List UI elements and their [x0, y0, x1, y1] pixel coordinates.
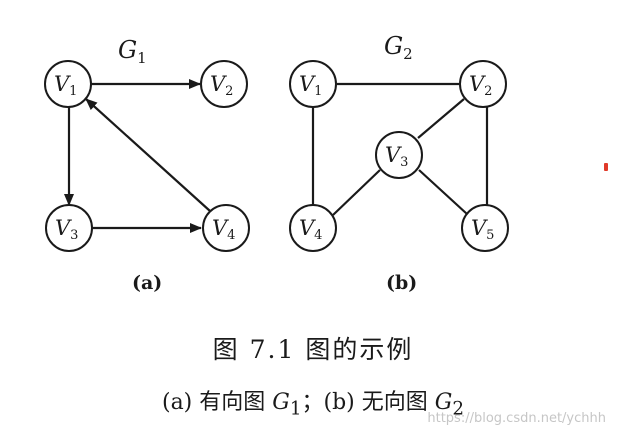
g2-edge-v3-v5	[418, 169, 468, 215]
g1-vertex-v2: V2	[200, 60, 248, 108]
g1-vertex-v4: V4	[202, 204, 250, 252]
caption-g2-index: 2	[452, 398, 465, 420]
svg-text:V1: V1	[299, 72, 322, 99]
red-mark	[604, 163, 608, 171]
svg-text:V1: V1	[54, 72, 77, 99]
g2-panel-label: (b)	[386, 272, 417, 294]
g2-vertex-v5: V5	[461, 204, 509, 252]
figure-caption-subtitle: (a) 有向图 G1；(b) 无向图 G2	[0, 384, 626, 419]
g1-vertex-v3: V3	[45, 204, 93, 252]
svg-text:V4: V4	[299, 216, 322, 243]
svg-text:V4: V4	[212, 216, 235, 243]
g1-edge-v4-v1	[85, 98, 211, 212]
g1-title: G1	[118, 36, 147, 67]
g2-vertex-v3: V3	[375, 131, 423, 179]
figure-caption-title: 图 7.1 图的示例	[212, 335, 414, 364]
svg-text:V2: V2	[210, 72, 233, 99]
g1-panel-label: (a)	[132, 272, 162, 294]
watermark-text: https://blog.csdn.net/ychhh	[427, 411, 606, 426]
g2-vertex-v2: V2	[459, 60, 507, 108]
caption-g2-letter: G	[434, 390, 453, 415]
g2-title: G2	[384, 32, 413, 63]
caption-g1-letter: G	[272, 390, 290, 415]
g2-edge-v2-v3	[417, 98, 465, 139]
graph-figure: G1 V1 V2 V3 V4 (a) G2 V1 V2	[44, 32, 509, 294]
g1-vertex-v1: V1	[44, 60, 92, 108]
caption-part-a: (a) 有向图	[161, 390, 273, 415]
svg-text:V5: V5	[471, 216, 494, 243]
caption-g1-index: 1	[289, 398, 302, 420]
g2-edge-v3-v4	[332, 169, 381, 216]
g1-edges	[64, 79, 211, 233]
caption-part-b: ；(b) 无向图	[301, 390, 435, 415]
svg-text:V3: V3	[385, 143, 408, 170]
svg-text:V3: V3	[55, 216, 78, 243]
g2-vertex-v4: V4	[289, 204, 337, 252]
g2-vertex-v1: V1	[289, 60, 337, 108]
svg-text:V2: V2	[469, 72, 492, 99]
g2-edges	[311, 82, 489, 216]
